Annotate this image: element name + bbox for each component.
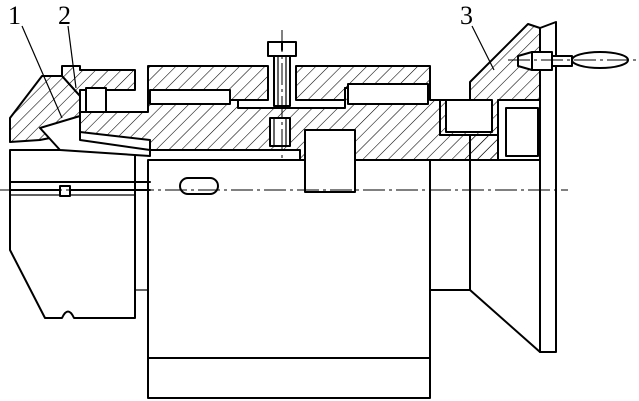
right-flange-section-3	[439, 21, 557, 353]
leader-line-1	[21, 25, 63, 119]
right-flange-body	[429, 159, 541, 353]
leader-line-3	[471, 25, 495, 71]
spindle-housing-body	[135, 159, 431, 399]
callout-label-2: 2	[58, 1, 71, 30]
callout-label-3: 3	[460, 1, 473, 30]
nut-section-2	[61, 65, 136, 113]
left-collet-body	[9, 149, 136, 319]
clamp-handle	[517, 51, 629, 71]
key-slots	[149, 83, 429, 193]
collet-nose-section-1	[9, 75, 151, 157]
callout-label-1: 1	[8, 1, 21, 30]
leader-line-2	[67, 25, 77, 89]
